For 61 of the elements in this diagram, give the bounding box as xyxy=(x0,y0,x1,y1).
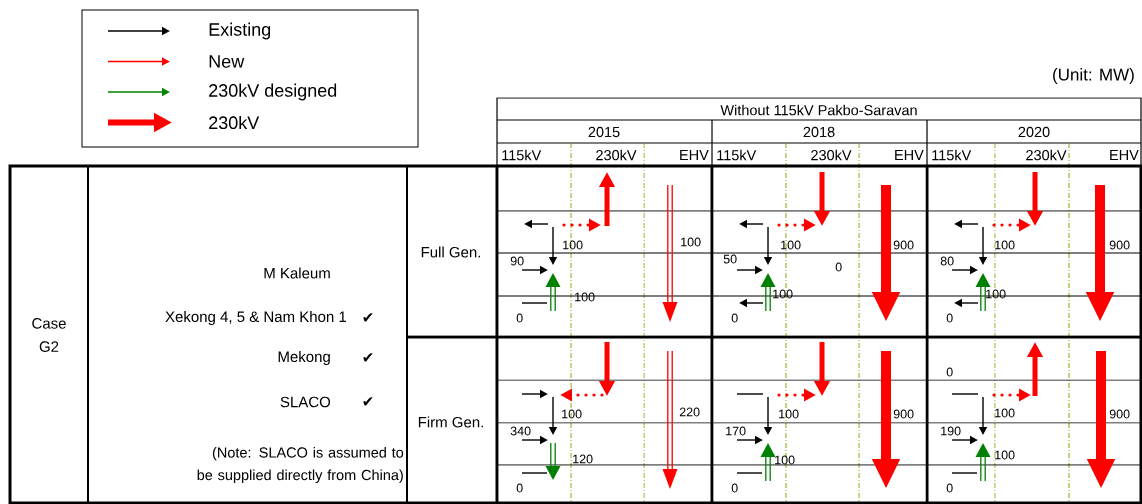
flow-value: 100 xyxy=(995,450,1015,460)
flow-value: 0 xyxy=(946,483,953,493)
plant-name: SLACO xyxy=(280,396,331,408)
flow-value: 90 xyxy=(510,256,524,266)
flow-value: 50 xyxy=(723,254,737,264)
column-header: 2020 xyxy=(1018,126,1050,138)
flow-value: 0 xyxy=(946,367,953,377)
flow-value: 100 xyxy=(779,409,799,419)
column-header: 2015 xyxy=(588,126,620,138)
unit-note: (Unit: MW) xyxy=(1053,68,1134,84)
check-mark: ✔ xyxy=(363,353,373,362)
flow-value: 120 xyxy=(573,454,593,464)
flow-value: 900 xyxy=(893,409,914,419)
column-header: 2018 xyxy=(803,126,835,138)
row-header: Full Gen. xyxy=(421,246,481,258)
flow-value: 100 xyxy=(986,289,1006,299)
column-header: EHV xyxy=(895,150,924,160)
column-header: Without 115kV Pakbo-Saravan xyxy=(720,104,917,116)
flow-value: 0 xyxy=(731,483,738,493)
flow-value: 80 xyxy=(940,256,954,266)
flow-value: 100 xyxy=(995,408,1015,418)
column-header: 230kV xyxy=(811,149,852,161)
column-header: EHV xyxy=(1110,150,1139,160)
column-header: 115kV xyxy=(717,149,757,161)
row-header: Firm Gen. xyxy=(418,416,483,428)
flow-value: 100 xyxy=(995,240,1015,250)
flow-value: 100 xyxy=(781,240,801,250)
check-mark: ✔ xyxy=(363,397,373,406)
flow-value: 100 xyxy=(773,289,793,299)
plant-name: Xekong 4, 5 & Nam Khon 1 xyxy=(165,311,347,325)
flow-value: 190 xyxy=(941,426,961,436)
flow-value: 900 xyxy=(1109,240,1130,250)
flow-value: 0 xyxy=(835,262,842,272)
flow-value: 340 xyxy=(510,426,531,436)
legend-label: 230kV designed xyxy=(209,83,337,101)
plant-name: Mekong xyxy=(278,351,330,365)
legend-label: 230kV xyxy=(209,115,260,130)
legend-label: Existing xyxy=(209,22,271,40)
column-header: EHV xyxy=(680,150,709,160)
flow-value: 900 xyxy=(893,240,914,250)
column-header: 115kV xyxy=(502,149,542,161)
plant-name: M Kaleum xyxy=(264,267,330,279)
flow-value: 0 xyxy=(731,313,738,323)
flow-value: 900 xyxy=(1109,409,1130,419)
flow-value: 220 xyxy=(679,407,700,417)
column-header: 230kV xyxy=(596,149,637,161)
flow-value: 100 xyxy=(562,409,582,419)
flow-value: 100 xyxy=(681,237,701,247)
flow-value: 0 xyxy=(516,313,523,323)
flow-value: 0 xyxy=(516,483,523,493)
flow-value: 0 xyxy=(946,313,953,323)
column-header: 230kV xyxy=(1026,149,1067,161)
check-mark: ✔ xyxy=(363,313,373,322)
note-text: (Note: SLACO is assumed to be supplied directly from China) xyxy=(197,447,404,483)
legend-label: New xyxy=(209,55,245,68)
flow-value: 100 xyxy=(575,292,595,302)
column-header: 115kV xyxy=(932,149,972,161)
flow-value: 170 xyxy=(726,426,746,436)
flow-value: 100 xyxy=(775,455,795,465)
case-label: Case G2 xyxy=(32,318,66,352)
flow-value: 100 xyxy=(563,240,583,250)
